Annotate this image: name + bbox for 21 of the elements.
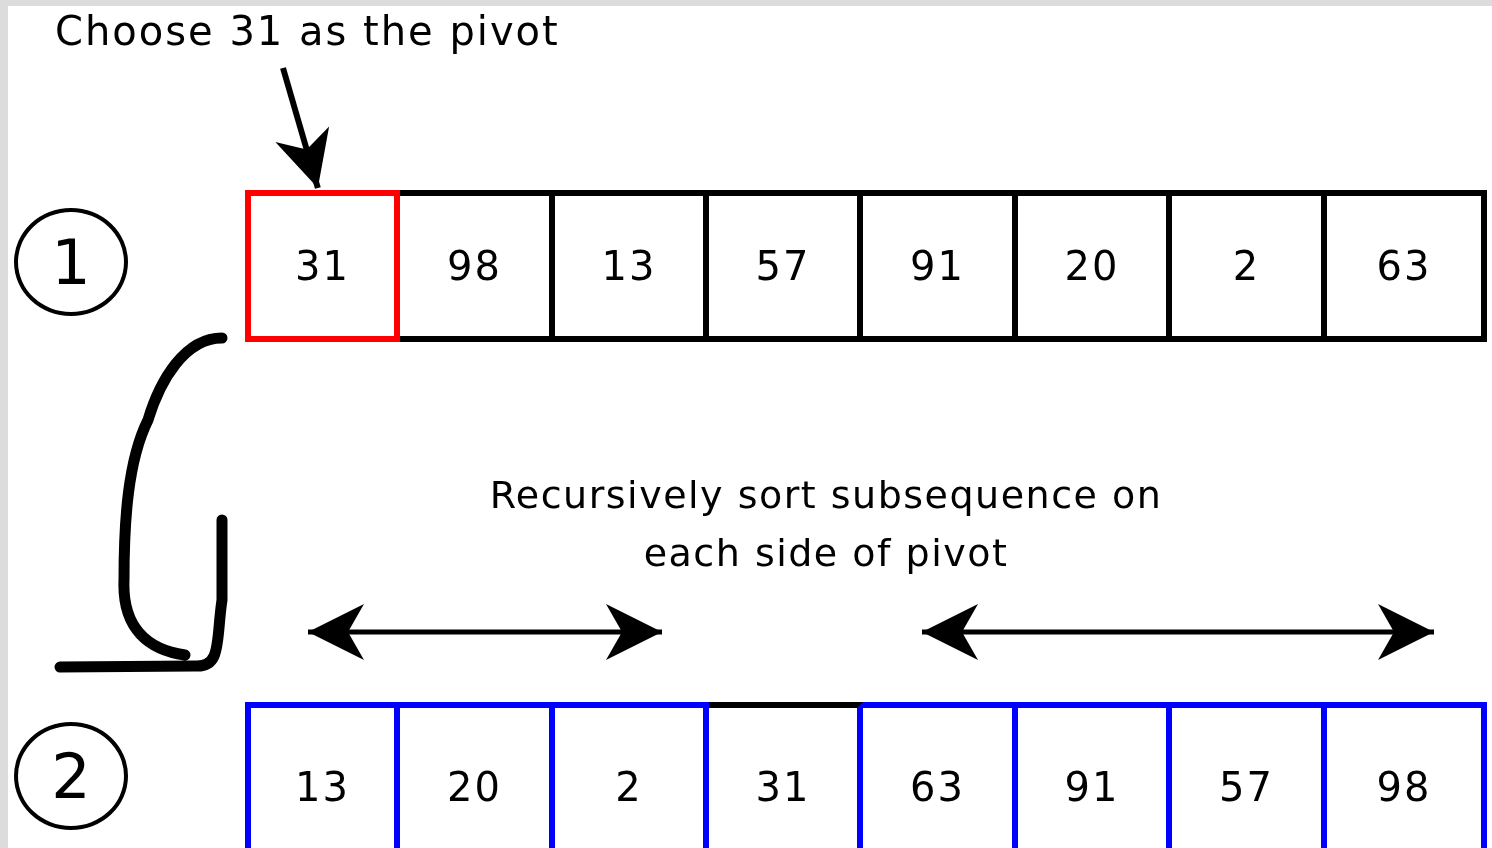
array-cell: 91: [1018, 702, 1172, 848]
array-cell: 98: [400, 190, 555, 342]
array-cell: 2: [555, 702, 709, 848]
pivot-note: Choose 31 as the pivot: [55, 8, 615, 60]
array-cell: 13: [245, 702, 400, 848]
arrow: [275, 67, 330, 189]
step-number: 1: [14, 208, 128, 316]
array-cell: 13: [555, 190, 709, 342]
array-cell: 57: [1172, 702, 1327, 848]
array-cell: 2: [1172, 190, 1327, 342]
array-cell: 20: [400, 702, 555, 848]
array-cell: 31: [709, 702, 863, 848]
array-cell: 63: [863, 702, 1018, 848]
step-number: 2: [14, 722, 128, 830]
array-cell: 63: [1327, 190, 1487, 342]
array-cell: 91: [863, 190, 1018, 342]
array-cell: 20: [1018, 190, 1172, 342]
array-cell: 57: [709, 190, 863, 342]
instruction-text: Recursively sort subsequence on each side of pivot: [488, 472, 1164, 577]
array-cell: 98: [1327, 702, 1487, 848]
array-cell: 31: [245, 190, 400, 342]
